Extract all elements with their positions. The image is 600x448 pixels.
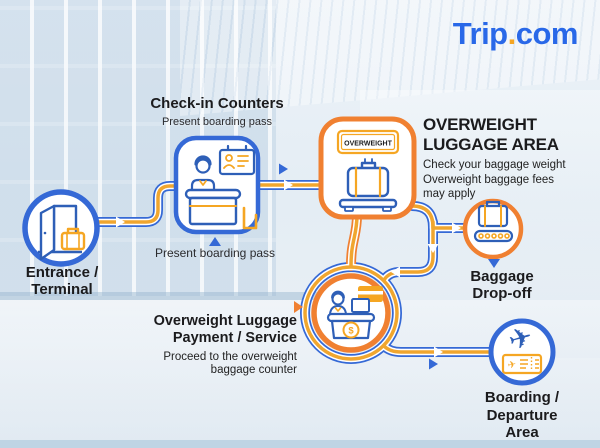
logo-part1: Trip <box>452 16 508 51</box>
logo-dot: . <box>507 16 517 51</box>
payment-desc-line1: Proceed to the overweight <box>163 351 297 363</box>
payment-label: Overweight Luggage Payment / Service <box>154 313 297 347</box>
overweight-area-title: OVERWEIGHT LUGGAGE AREA <box>423 115 559 154</box>
overweight-desc-line3: may apply <box>423 188 476 200</box>
entrance-label: Entrance / Terminal <box>26 264 99 298</box>
overweight-sign: OVERWEIGHT <box>336 129 400 155</box>
logo-part2: com <box>515 16 579 51</box>
arrow-right-icon <box>434 346 443 358</box>
overweight-title-line2: LUGGAGE AREA <box>423 134 559 154</box>
payment-label-line1: Overweight Luggage <box>153 313 297 329</box>
id-card-icon <box>218 144 256 176</box>
boarding-label-line2: Departure Area <box>486 406 558 442</box>
counter-desk-icon <box>184 188 242 226</box>
queue-hook-icon <box>242 206 258 230</box>
overweight-desc-line1: Check your baggage weight <box>423 159 566 171</box>
arrow-down-icon <box>427 244 439 253</box>
flow-arrows-white <box>116 179 461 358</box>
arrow-right-icon <box>294 301 303 313</box>
arrow-down-icon <box>488 259 500 268</box>
overweight-sign-text: OVERWEIGHT <box>344 141 392 148</box>
overweight-area-description: Check your baggage weight Overweight bag… <box>423 158 566 202</box>
payment-desk-icon: $ <box>326 312 376 340</box>
monitor-icon <box>351 298 370 316</box>
overweight-scale-icon: OVERWEIGHT <box>336 129 400 212</box>
arrow-right-icon <box>116 216 125 228</box>
payment-label-line2: Payment / Service <box>172 330 297 346</box>
conveyor-belt-icon <box>473 200 514 243</box>
door-icon <box>38 204 86 261</box>
arrow-up-icon <box>209 237 221 246</box>
dollar-sign: $ <box>348 326 354 337</box>
checkin-note: Present boarding pass <box>154 246 276 260</box>
boarding-label-line1: Boarding / <box>484 389 560 406</box>
payment-desc-line2: baggage counter <box>210 364 297 376</box>
payment-counter-icon: $ <box>326 286 383 340</box>
arrow-right-icon <box>452 222 461 234</box>
overweight-title-line1: OVERWEIGHT <box>423 115 537 134</box>
entrance-label-line2: Terminal <box>31 281 93 298</box>
arrow-left-icon <box>391 266 400 278</box>
boarding-pass-icon: ✈ <box>501 353 543 375</box>
arrow-right-icon <box>429 358 438 370</box>
arrow-right-icon <box>279 163 288 175</box>
suitcase-icon <box>60 227 86 251</box>
luggage-on-scale-icon <box>338 158 398 212</box>
overweight-desc-line2: Overweight baggage fees <box>423 173 555 186</box>
clerk-icon <box>329 290 347 315</box>
receptionist-icon <box>190 155 216 192</box>
trip-com-logo: Trip.com <box>452 16 579 52</box>
checkin-counter-icon <box>184 144 258 230</box>
boarding-label: Boarding / Departure Area <box>483 389 561 442</box>
baggage-dropoff-label: Baggage Drop-off <box>470 268 534 302</box>
entrance-label-line1: Entrance / <box>25 264 99 281</box>
checkin-subtitle: Present boarding pass <box>161 116 273 128</box>
checkin-title: Check-in Counters <box>150 95 284 112</box>
payment-description: Proceed to the overweight baggage counte… <box>163 351 297 377</box>
pointer-arrows <box>209 163 500 370</box>
connector-gold-layer <box>95 183 495 361</box>
svg-text:✈: ✈ <box>507 359 517 372</box>
arrow-right-icon <box>284 179 293 191</box>
